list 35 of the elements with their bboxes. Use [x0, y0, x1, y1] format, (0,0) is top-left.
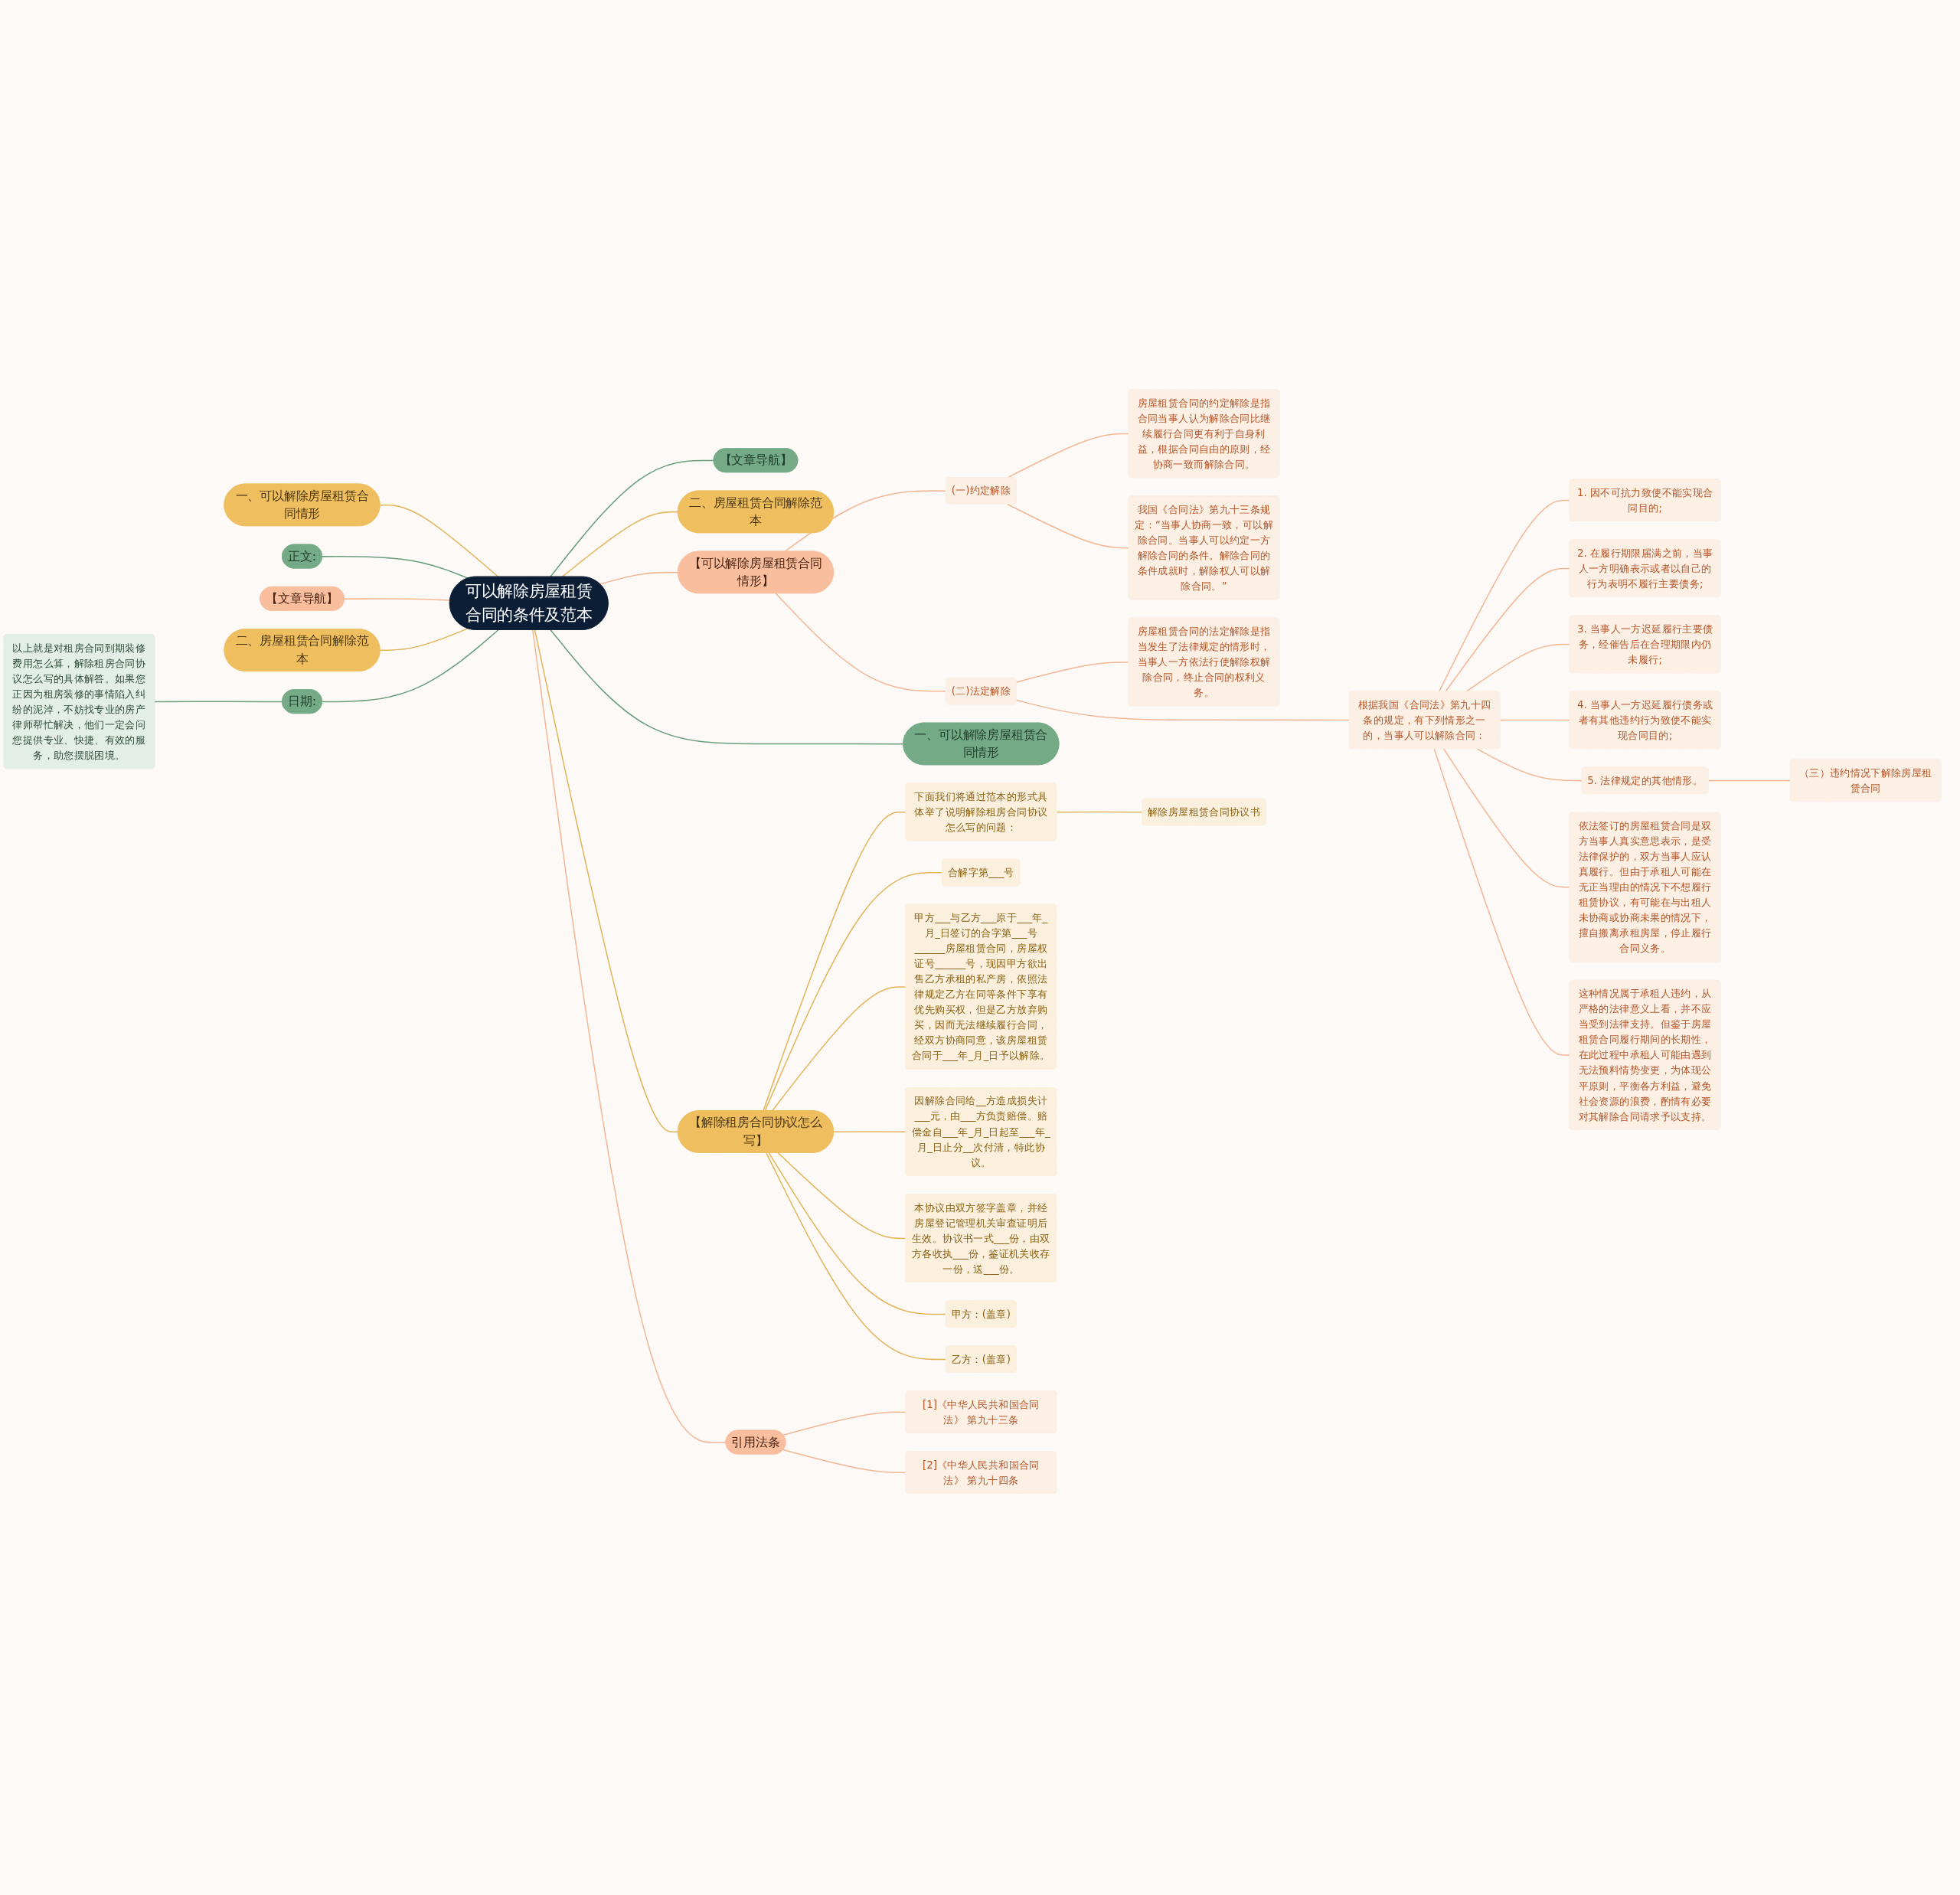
- connector: [549, 460, 715, 578]
- connector: [1476, 748, 1583, 782]
- connector: [782, 1411, 906, 1436]
- connector: [764, 872, 943, 1112]
- connector: [322, 629, 499, 703]
- connector: [1445, 568, 1571, 693]
- connector: [1499, 720, 1571, 721]
- connector: [550, 629, 904, 745]
- connector: [1007, 504, 1130, 549]
- connector: [561, 511, 679, 578]
- connector: [1442, 748, 1571, 888]
- connector: [775, 593, 947, 692]
- connector: [771, 986, 906, 1112]
- connector: [782, 1449, 906, 1474]
- connector: [599, 572, 679, 586]
- connector: [379, 628, 469, 652]
- connector: [1056, 812, 1143, 813]
- connector: [1015, 700, 1351, 721]
- connector: [1465, 644, 1571, 693]
- connector: [777, 1152, 906, 1240]
- connector: [344, 598, 451, 602]
- connector: [833, 1131, 906, 1133]
- connector: [1438, 500, 1571, 693]
- connector: [766, 1152, 947, 1361]
- connector: [768, 1152, 947, 1315]
- connector: [534, 629, 679, 1133]
- connector: [1007, 433, 1130, 479]
- connector: [379, 505, 499, 578]
- connector: [532, 629, 727, 1443]
- connector: [1433, 748, 1571, 1057]
- connector: [322, 556, 469, 580]
- connector: [763, 812, 906, 1112]
- connector: [1015, 662, 1130, 684]
- connector: [154, 701, 283, 703]
- connector: [1707, 780, 1792, 782]
